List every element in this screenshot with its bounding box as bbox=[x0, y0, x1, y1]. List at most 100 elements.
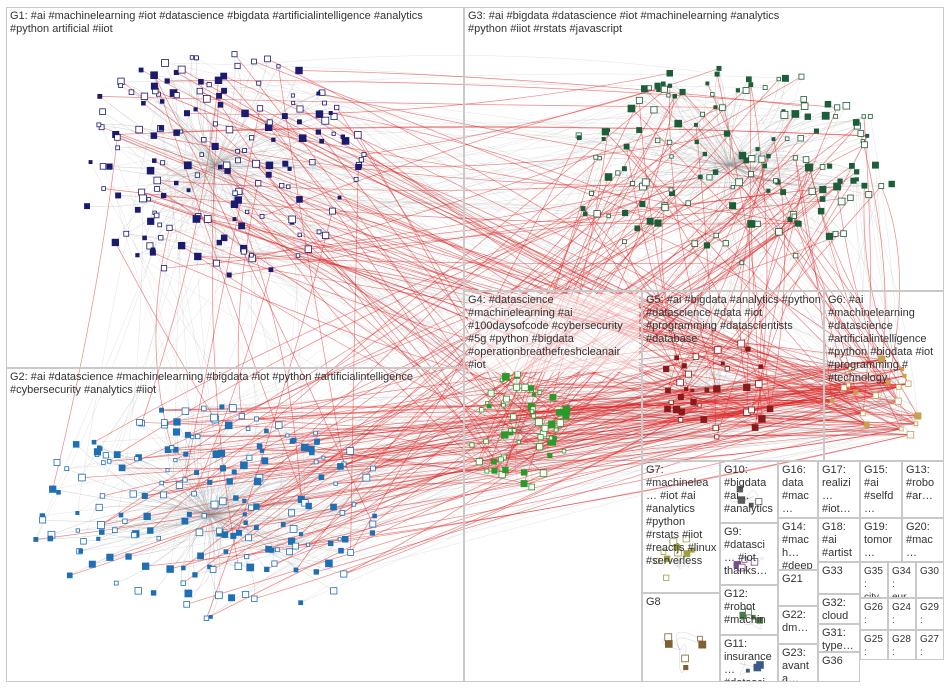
edge-inter-red bbox=[256, 381, 889, 420]
vertex bbox=[141, 492, 148, 499]
vertex bbox=[56, 489, 61, 495]
group-box-g25: G25: bes… bbox=[860, 630, 888, 660]
vertex bbox=[355, 163, 362, 171]
vertex bbox=[340, 570, 348, 578]
edge-inter-red bbox=[739, 165, 765, 388]
vertex bbox=[337, 195, 342, 200]
edge-inter-red bbox=[102, 401, 694, 497]
vertex bbox=[362, 473, 371, 482]
edge-inter bbox=[745, 90, 899, 402]
edge-inter bbox=[35, 249, 154, 540]
edge-inter-red bbox=[684, 365, 902, 430]
edge-inter-red bbox=[161, 428, 902, 484]
edge-inter-red bbox=[626, 146, 771, 410]
edge-intra bbox=[202, 98, 216, 166]
edge-intra bbox=[585, 164, 731, 214]
vertex bbox=[101, 186, 106, 191]
edge-intra bbox=[176, 421, 211, 516]
edge-intra bbox=[195, 58, 216, 166]
group-label-g32: G32: cloud bbox=[822, 597, 849, 622]
edge-inter-red bbox=[269, 122, 503, 475]
group-box-g31: G31: type… bbox=[818, 624, 860, 652]
vertex bbox=[118, 83, 123, 88]
group-box-g21: G21 bbox=[778, 570, 818, 606]
edge-inter-red bbox=[363, 68, 720, 155]
edge-intra bbox=[729, 164, 830, 237]
vertex bbox=[88, 160, 93, 164]
vertex bbox=[242, 498, 247, 504]
edge-inter bbox=[322, 92, 867, 425]
group-box-g26: G26: pro… bbox=[860, 598, 888, 630]
vertex bbox=[243, 520, 248, 525]
group-label-g5: G5: #ai #bigdata #analytics #python #dat… bbox=[646, 294, 821, 345]
vertex bbox=[316, 229, 322, 235]
edge-intra bbox=[214, 92, 323, 166]
edge-inter-red bbox=[503, 428, 902, 462]
vertex bbox=[181, 407, 190, 415]
edge-intra bbox=[209, 501, 309, 516]
vertex bbox=[231, 51, 238, 58]
vertex bbox=[319, 138, 325, 144]
vertex bbox=[194, 470, 199, 475]
vertex bbox=[142, 235, 147, 241]
vertex bbox=[282, 160, 289, 167]
edge-intra bbox=[876, 375, 905, 401]
edge-intra bbox=[150, 512, 211, 531]
edge-inter-red bbox=[187, 415, 534, 438]
edge-intra bbox=[729, 140, 863, 171]
edge-intra bbox=[729, 121, 857, 166]
edge-inter-red bbox=[477, 100, 640, 462]
edge-intra bbox=[729, 164, 842, 202]
edge-intra bbox=[704, 153, 731, 166]
vertex bbox=[265, 171, 272, 178]
group-label-g16: G16: data #mac… #anal… bbox=[782, 464, 809, 517]
vertex bbox=[242, 148, 247, 153]
vertex bbox=[287, 537, 296, 545]
vertex bbox=[242, 591, 250, 598]
edge-inter-red bbox=[295, 415, 918, 547]
vertex bbox=[139, 194, 147, 203]
edge-intra bbox=[209, 514, 227, 552]
vertex bbox=[99, 493, 106, 499]
vertex bbox=[221, 87, 227, 94]
edge-intra bbox=[718, 68, 731, 166]
edge-inter bbox=[322, 92, 752, 225]
vertex bbox=[318, 474, 325, 480]
edge-inter bbox=[843, 233, 899, 388]
edge-intra bbox=[209, 514, 297, 571]
edge-intra bbox=[144, 96, 216, 166]
edge-intra bbox=[128, 514, 211, 557]
vertex bbox=[153, 212, 160, 219]
vertex bbox=[289, 525, 298, 533]
edge-inter-red bbox=[168, 401, 694, 451]
vertex bbox=[238, 222, 246, 230]
edge-inter-red bbox=[343, 437, 555, 575]
edge-intra bbox=[201, 154, 216, 168]
group-box-g22: G22: dm… bbox=[778, 606, 818, 644]
group-label-g36: G36 bbox=[822, 655, 843, 667]
edge-inter bbox=[167, 80, 747, 388]
edge-inter bbox=[524, 434, 911, 473]
group-box-g24: G24: #re… bbox=[888, 598, 916, 630]
edge-intra bbox=[202, 468, 224, 516]
vertex bbox=[166, 224, 173, 231]
vertex bbox=[248, 135, 255, 141]
group-box-g35: G35: city… bbox=[860, 562, 888, 598]
vertex bbox=[150, 82, 158, 90]
edge-inter bbox=[524, 382, 889, 389]
edge-inter-red bbox=[229, 191, 784, 276]
group-label-g1: G1: #ai #machinelearning #iot #datascien… bbox=[10, 10, 423, 35]
vertex bbox=[232, 190, 238, 196]
edge-inter-red bbox=[667, 197, 851, 410]
vertex bbox=[150, 247, 156, 253]
edge-intra bbox=[116, 514, 211, 584]
edge-intra bbox=[579, 137, 731, 166]
vertex bbox=[230, 532, 237, 539]
vertex bbox=[212, 121, 218, 127]
vertex bbox=[177, 241, 186, 250]
edge-inter bbox=[154, 75, 191, 594]
edge-inter bbox=[79, 123, 216, 552]
edge-inter-red bbox=[741, 185, 882, 344]
edge-intra bbox=[512, 402, 532, 431]
vertex bbox=[193, 55, 199, 61]
